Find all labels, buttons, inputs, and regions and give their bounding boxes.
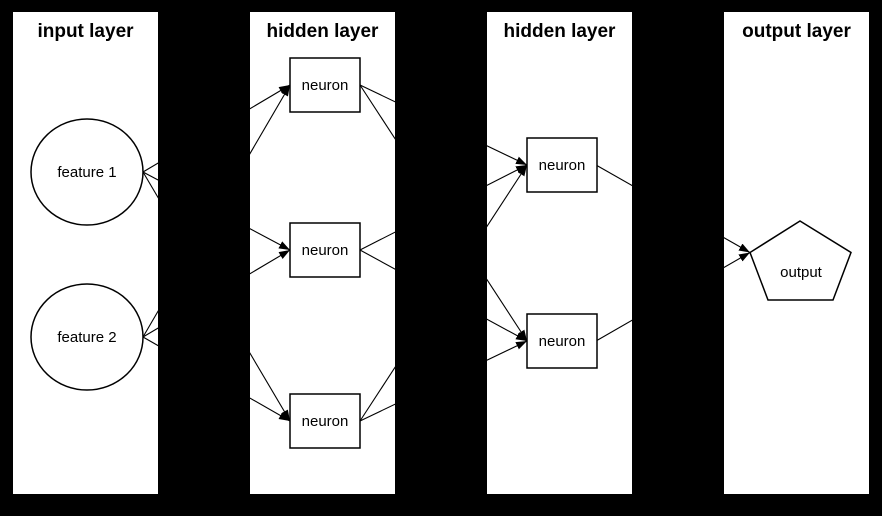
panel-gaps (158, 0, 724, 516)
panel-hidden-layer-2 (487, 12, 632, 494)
node-hidden2-neuron-1 (526, 137, 598, 193)
panel-input-layer (13, 12, 158, 494)
node-hidden2-neuron-1-label: neuron (539, 157, 586, 174)
panel-gap (632, 0, 724, 516)
node-feature-1-label: feature 1 (57, 164, 116, 181)
node-feature-2-label: feature 2 (57, 329, 116, 346)
node-feature-1 (30, 118, 144, 226)
node-output-label: output (780, 264, 823, 281)
node-hidden2-neuron-2 (526, 313, 598, 369)
node-output (749, 220, 852, 301)
node-hidden1-neuron-3 (289, 393, 361, 449)
node-feature-2 (30, 283, 144, 391)
panel-gap (395, 0, 487, 516)
nodes-group: feature 1 feature 2 neuron neuron neuron… (30, 57, 852, 449)
panel-gap (158, 0, 250, 516)
panel-titles: input layer hidden layer hidden layer ou… (37, 21, 851, 42)
node-hidden1-neuron-2 (289, 222, 361, 278)
node-hidden1-neuron-3-label: neuron (302, 413, 349, 430)
panel-title-hidden-layer-2: hidden layer (504, 21, 617, 42)
node-hidden1-neuron-2-label: neuron (302, 242, 349, 259)
panel-title-input-layer: input layer (37, 21, 134, 42)
node-hidden1-neuron-1-label: neuron (302, 77, 349, 94)
node-hidden1-neuron-1 (289, 57, 361, 113)
node-hidden2-neuron-2-label: neuron (539, 333, 586, 350)
panel-title-output-layer: output layer (742, 21, 851, 42)
panel-title-hidden-layer-1: hidden layer (267, 21, 380, 42)
